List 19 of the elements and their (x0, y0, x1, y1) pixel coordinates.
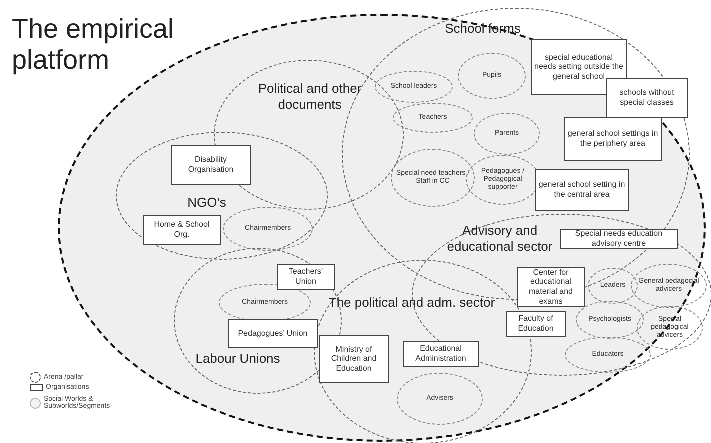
organisation-box: Disability Organisation (171, 145, 251, 185)
arena-heading: Advisory and educational sector (446, 223, 554, 254)
organisation-box: Pedagogues’ Union (228, 319, 318, 348)
arena-heading: School forms (444, 21, 522, 37)
arena-heading: The political and adm. sector (328, 295, 496, 311)
arena-ellipse (116, 132, 328, 260)
organisation-box: Educational Administration (403, 341, 479, 367)
organisation-box: Teachers’ Union (277, 264, 335, 290)
organisation-box: Special needs education advisory centre (560, 229, 678, 249)
organisation-box: Home & School Org. (143, 215, 221, 245)
organisation-box: Faculty of Education (506, 311, 566, 337)
organisation-box: general school settings in the periphery area (564, 117, 662, 161)
organisation-box: general school setting in the central area (535, 169, 629, 211)
title: The empirical platform (12, 14, 176, 76)
organisation-box: Center for educational material and exams (517, 267, 585, 307)
arena-heading: Labour Unions (194, 351, 282, 367)
organisation-box: Ministry of Children and Education (319, 335, 389, 383)
organisation-box: schools without special classes (606, 78, 688, 118)
arena-heading: Political and other documents (257, 81, 363, 112)
